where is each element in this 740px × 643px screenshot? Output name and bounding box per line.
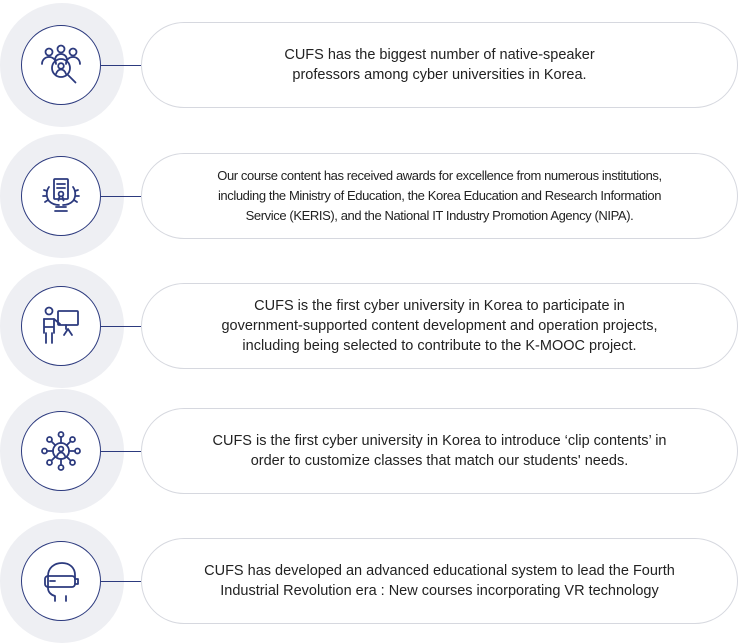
connector-line: [101, 326, 141, 327]
vr-headset-icon: [21, 541, 101, 621]
feature-text: CUFS has the biggest number of native-sp…: [284, 47, 595, 83]
feature-item: CUFS is the first cyber university in Ko…: [0, 389, 740, 513]
connector-line: [101, 581, 141, 582]
feature-item: Our course content has received awards f…: [0, 134, 740, 258]
feature-item: CUFS has the biggest number of native-sp…: [0, 3, 740, 127]
feature-item: CUFS has developed an advanced education…: [0, 519, 740, 643]
feature-card: Our course content has received awards f…: [141, 153, 738, 239]
feature-text: CUFS is the first cyber university in Ko…: [221, 298, 658, 354]
feature-text: CUFS is the first cyber university in Ko…: [212, 433, 667, 469]
connector-line: [101, 451, 141, 452]
feature-card: CUFS has the biggest number of native-sp…: [141, 22, 738, 108]
feature-text: CUFS has developed an advanced education…: [204, 563, 675, 599]
network-user-icon: [21, 411, 101, 491]
connector-line: [101, 196, 141, 197]
feature-card: CUFS has developed an advanced education…: [141, 538, 738, 624]
presenter-board-icon: [21, 286, 101, 366]
professors-search-icon: [21, 25, 101, 105]
connector-line: [101, 65, 141, 66]
feature-text: Our course content has received awards f…: [217, 168, 662, 223]
feature-card: CUFS is the first cyber university in Ko…: [141, 408, 738, 494]
feature-card: CUFS is the first cyber university in Ko…: [141, 283, 738, 369]
award-laurel-icon: [21, 156, 101, 236]
feature-item: CUFS is the first cyber university in Ko…: [0, 264, 740, 388]
